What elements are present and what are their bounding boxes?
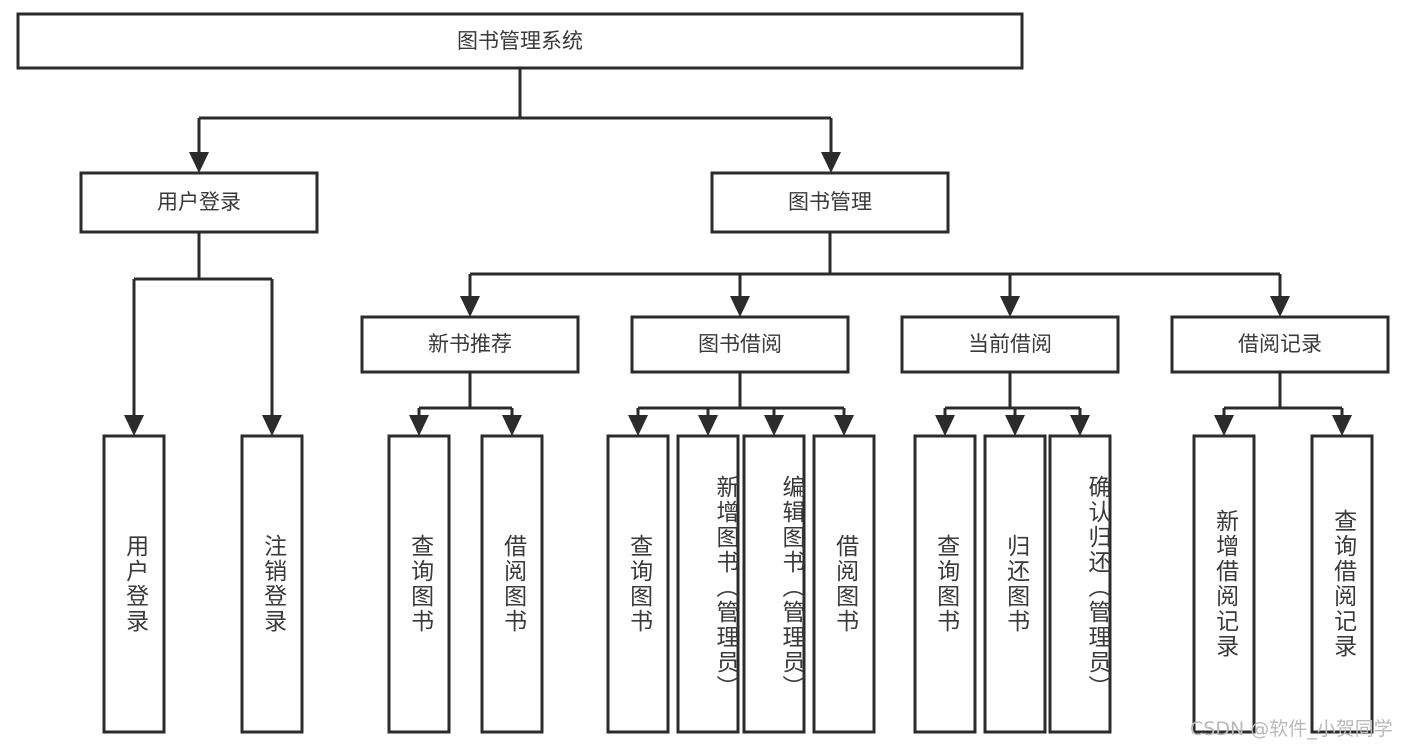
arrow-borrow-leaf1-icon bbox=[628, 415, 648, 436]
arrow-current-leaf3-icon bbox=[1070, 415, 1090, 436]
node-box-leaf-query-book-1[interactable] bbox=[387, 434, 451, 734]
level2-boxes: 用户登录 图书管理 bbox=[79, 171, 950, 234]
node-box-leaf-add-book[interactable] bbox=[676, 434, 740, 734]
level1-boxes: 图书管理系统 bbox=[16, 12, 1024, 70]
arrow-current-leaf1-icon bbox=[935, 415, 955, 436]
node-box-leaf-query-book-3[interactable] bbox=[913, 434, 977, 734]
node-box-leaf-confirm-return[interactable] bbox=[1048, 434, 1112, 734]
arrow-newbook-leaf2-icon bbox=[502, 415, 522, 436]
node-box-leaf-user-login[interactable] bbox=[102, 434, 166, 734]
arrow-current-leaf2-icon bbox=[1005, 415, 1025, 436]
arrow-borrow-leaf3-icon bbox=[764, 415, 784, 436]
node-box-root[interactable] bbox=[16, 12, 1024, 70]
arrow-user-login-leaf2-icon bbox=[262, 415, 282, 436]
node-label-new-book-rec: 新书推荐 bbox=[428, 332, 512, 356]
arrow-record-leaf2-icon bbox=[1332, 415, 1352, 436]
node-box-book-manage[interactable] bbox=[710, 171, 950, 234]
node-label-book-manage: 图书管理 bbox=[788, 190, 872, 214]
arrow-borrow-leaf2-icon bbox=[698, 415, 718, 436]
arrow-bm-newbook-icon bbox=[460, 296, 480, 317]
connectors-current-to-leaves bbox=[935, 372, 1090, 436]
arrow-bm-current-icon bbox=[1000, 296, 1020, 317]
node-box-leaf-return-book[interactable] bbox=[983, 434, 1047, 734]
node-box-new-book-rec[interactable] bbox=[360, 315, 580, 374]
connectors-user-login-to-leaves bbox=[124, 232, 282, 436]
level4-boxes bbox=[102, 434, 1374, 734]
arrow-bm-record-icon bbox=[1270, 296, 1290, 317]
arrow-borrow-leaf4-icon bbox=[834, 415, 854, 436]
arrow-user-login-leaf1-icon bbox=[124, 415, 144, 436]
arrow-bm-borrow-icon bbox=[730, 296, 750, 317]
node-box-current-borrow[interactable] bbox=[900, 315, 1120, 374]
node-box-leaf-borrow-book-1[interactable] bbox=[480, 434, 544, 734]
node-box-user-login[interactable] bbox=[79, 171, 319, 234]
arrow-root-to-user-login-icon bbox=[189, 152, 209, 173]
node-label-book-borrow: 图书借阅 bbox=[698, 332, 782, 356]
arrow-root-to-book-manage-icon bbox=[821, 152, 841, 173]
node-label-user-login: 用户登录 bbox=[157, 190, 241, 214]
node-label-borrow-record: 借阅记录 bbox=[1238, 332, 1322, 356]
node-box-leaf-edit-book[interactable] bbox=[742, 434, 806, 734]
node-box-leaf-add-record[interactable] bbox=[1192, 434, 1256, 734]
connectors-record-to-leaves bbox=[1214, 372, 1352, 436]
node-label-current-borrow: 当前借阅 bbox=[968, 332, 1052, 356]
node-label-root: 图书管理系统 bbox=[457, 29, 583, 53]
arrow-newbook-leaf1-icon bbox=[409, 415, 429, 436]
connectors-borrow-to-leaves bbox=[628, 372, 854, 436]
connectors-newbook-to-leaves bbox=[409, 372, 522, 436]
csdn-watermark: CSDN @软件_小贺同学 bbox=[1190, 718, 1393, 740]
node-box-leaf-query-record[interactable] bbox=[1310, 434, 1374, 734]
level3-boxes: 新书推荐 图书借阅 当前借阅 借阅记录 bbox=[360, 315, 1390, 374]
node-box-leaf-query-book-2[interactable] bbox=[606, 434, 670, 734]
connectors-level1-to-2 bbox=[189, 68, 841, 173]
node-box-book-borrow[interactable] bbox=[630, 315, 850, 374]
node-box-leaf-borrow-book-2[interactable] bbox=[812, 434, 876, 734]
arrow-record-leaf1-icon bbox=[1214, 415, 1234, 436]
connectors-book-manage-to-level3 bbox=[460, 232, 1290, 317]
node-box-borrow-record[interactable] bbox=[1170, 315, 1390, 374]
node-box-leaf-logout[interactable] bbox=[240, 434, 304, 734]
